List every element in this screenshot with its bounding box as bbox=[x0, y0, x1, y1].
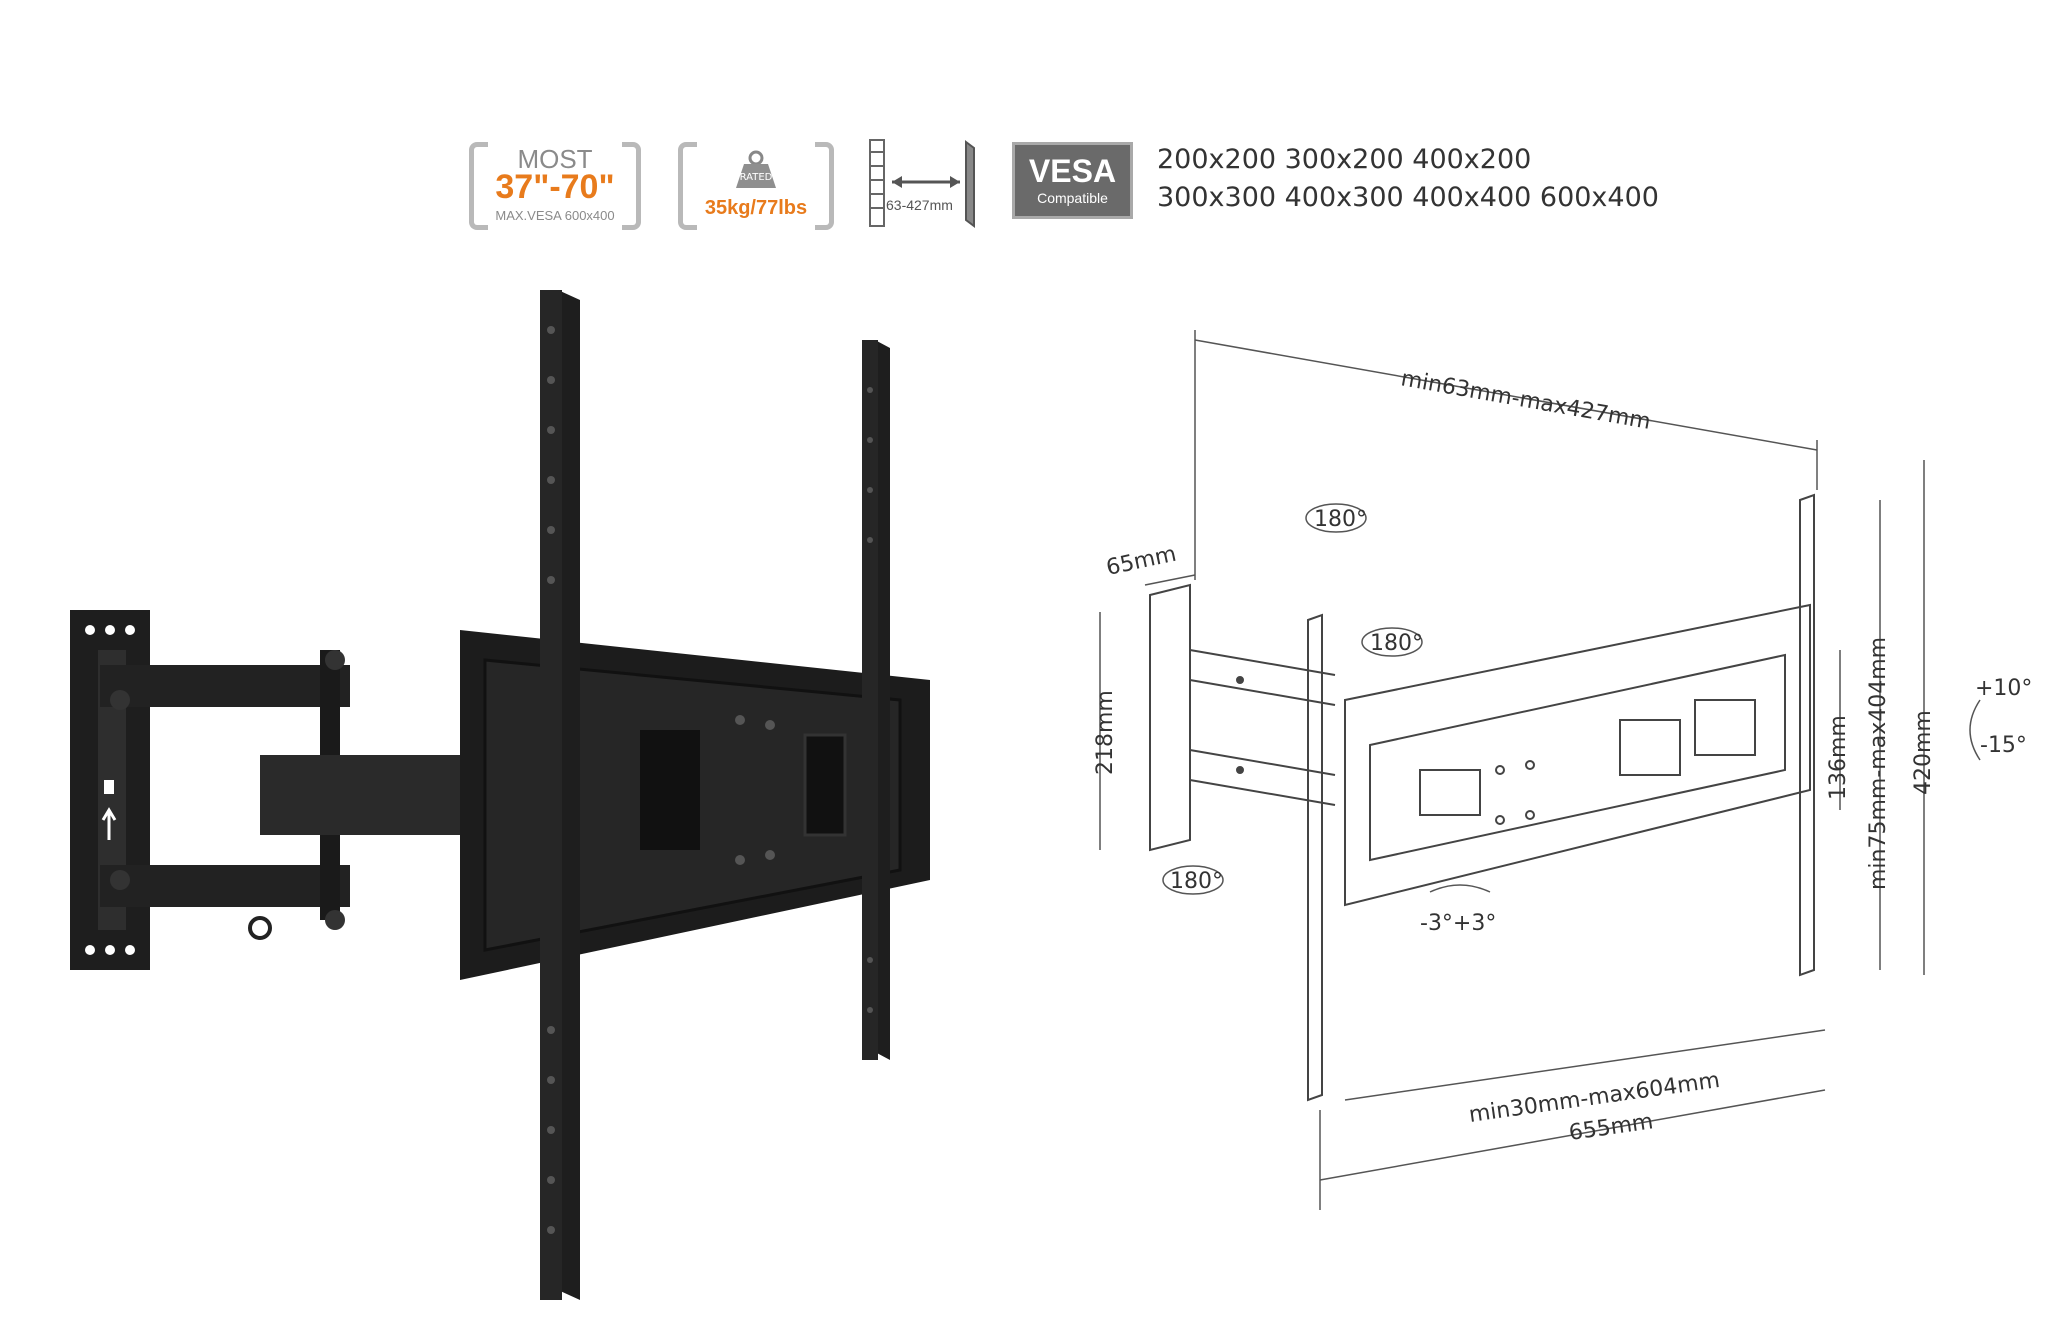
vesa-label: VESA bbox=[1028, 153, 1117, 189]
diagram-tv-plate bbox=[1344, 603, 1811, 907]
swivel-arm-label: 180° bbox=[1314, 507, 1367, 532]
plate-height-label: 420mm bbox=[1911, 710, 1936, 795]
product-photo bbox=[70, 290, 930, 1300]
rated-label: RATED bbox=[739, 172, 773, 183]
load-capacity-badge: RATED 35kg/77lbs bbox=[678, 142, 834, 230]
wall-distance-badge: 63-427mm bbox=[866, 138, 986, 230]
vesa-patterns-line-2: 300x300 400x300 400x400 600x400 bbox=[1157, 182, 1659, 213]
swing-arms bbox=[100, 650, 460, 940]
screen-size-range: 37"-70" bbox=[495, 168, 615, 206]
wall-plate-height-label: 218mm bbox=[1093, 690, 1118, 775]
vesa-patterns-line-1: 200x200 300x200 400x200 bbox=[1157, 144, 1532, 175]
tilt-arrow bbox=[1969, 699, 1981, 761]
swivel-top-label: 180° bbox=[1370, 631, 1423, 656]
load-capacity-value: 35kg/77lbs bbox=[704, 197, 808, 219]
dimension-lines bbox=[1099, 330, 1925, 1210]
tilt-down-label: -15° bbox=[1980, 733, 2027, 758]
diagram-wall-plate bbox=[1149, 583, 1191, 852]
vesa-compatible-label: Compatible bbox=[1037, 190, 1108, 206]
bracket-left bbox=[469, 142, 488, 230]
diagram-structure bbox=[1149, 493, 1815, 1102]
max-vesa-text: MAX.VESA 600x400 bbox=[495, 208, 615, 223]
screen-size-prefix: MOST bbox=[517, 144, 593, 174]
spec-bar: MOST 37"-70" MAX.VESA 600x400 RATED 35kg… bbox=[0, 0, 2047, 240]
tv-plate bbox=[460, 630, 930, 980]
bracket-right bbox=[815, 142, 834, 230]
screen-size-badge: MOST 37"-70" MAX.VESA 600x400 bbox=[469, 142, 641, 230]
vertical-rails bbox=[540, 290, 890, 1300]
vesa-badge: VESA Compatible bbox=[1012, 142, 1133, 219]
bracket-right bbox=[622, 142, 641, 230]
rotation-label: -3°+3° bbox=[1420, 911, 1496, 936]
tilt-up-label: +10° bbox=[1975, 676, 2032, 701]
wall-plate-width-label: 65mm bbox=[1104, 542, 1179, 581]
swivel-marker-top bbox=[1361, 627, 1423, 657]
diagram-left-rail bbox=[1307, 613, 1323, 1102]
vesa-vertical-range-label: min75mm-max404mm bbox=[1866, 637, 1891, 890]
rotation-markers bbox=[1162, 503, 1981, 895]
extension-label: min63mm-max427mm bbox=[1399, 366, 1653, 435]
vesa-vertical-label: 136mm bbox=[1826, 715, 1851, 800]
wall-plate bbox=[70, 610, 150, 970]
bracket-left bbox=[678, 142, 697, 230]
weight-icon bbox=[736, 150, 776, 188]
rotation-arrow bbox=[1429, 884, 1491, 893]
swivel-wall-label: 180° bbox=[1170, 869, 1223, 894]
wall-distance-icon bbox=[869, 139, 975, 228]
dimension-diagram: min63mm-max427mm 65mm 218mm 180° 180° 18… bbox=[1093, 330, 2032, 1210]
swivel-marker-wall bbox=[1162, 865, 1224, 895]
overall-width-label: 655mm bbox=[1567, 1109, 1655, 1146]
wall-distance-value: 63-427mm bbox=[886, 197, 953, 213]
diagram-right-rail bbox=[1799, 493, 1815, 977]
swivel-marker-arm bbox=[1305, 503, 1367, 533]
